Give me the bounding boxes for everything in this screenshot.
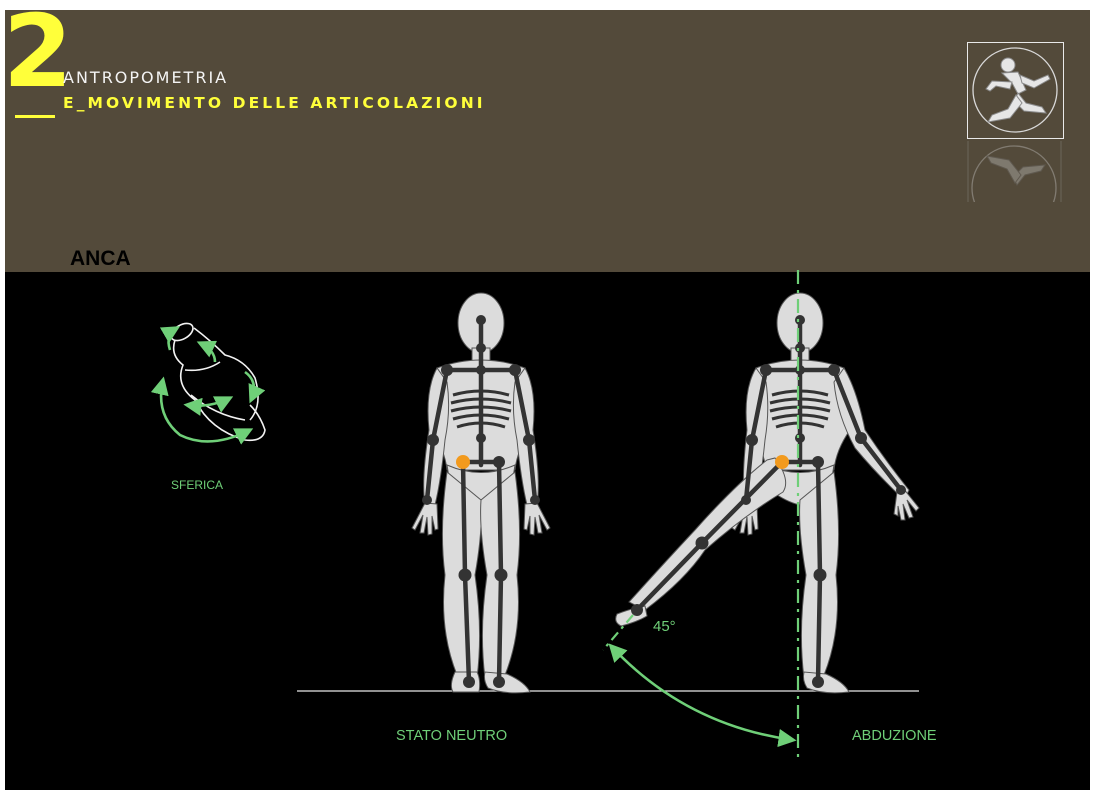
neutral-label: STATO NEUTRO [396, 728, 507, 744]
figures-illustration [5, 10, 1090, 790]
ball-joint-icon [168, 320, 265, 440]
slide: 2 ANTROPOMETRIA E_MOVIMENTO DELLE ARTICO… [5, 10, 1090, 790]
figure-neutral [412, 293, 550, 693]
hip-joint-marker [456, 455, 470, 469]
abduction-label: ABDUZIONE [852, 728, 937, 744]
angle-arc [611, 646, 793, 740]
joint-type-label: SFERICA [171, 478, 223, 492]
hip-joint-marker [775, 455, 789, 469]
angle-label: 45° [653, 618, 676, 635]
